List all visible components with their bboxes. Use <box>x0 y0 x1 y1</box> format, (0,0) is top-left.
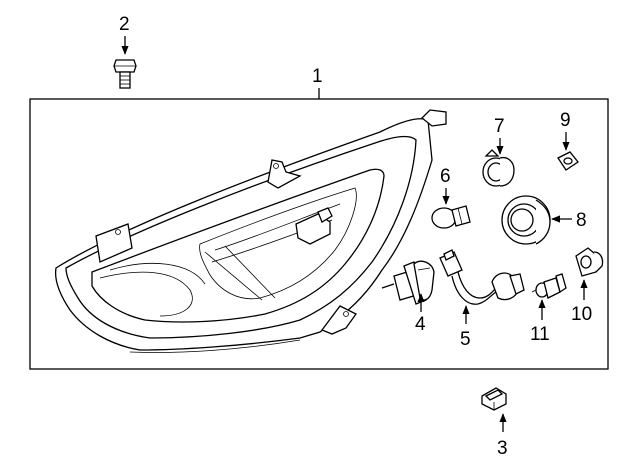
side-marker-bulb <box>531 273 567 299</box>
callout-6-label: 6 <box>440 166 451 187</box>
callout-2-label: 2 <box>119 14 130 35</box>
socket-part <box>482 149 515 187</box>
callout-10-label: 10 <box>571 304 592 325</box>
wiring-harness <box>439 249 525 305</box>
grommet-part <box>557 151 579 171</box>
bolt-part <box>113 59 137 89</box>
retainer-clip <box>481 387 507 411</box>
callout-9-label: 9 <box>560 110 571 131</box>
callout-7-label: 7 <box>494 116 505 137</box>
callout-11-label: 11 <box>530 324 550 345</box>
headlamp-housing <box>54 109 447 353</box>
callout-5-label: 5 <box>460 329 471 350</box>
signal-bulb <box>431 205 471 229</box>
callout-8-label: 8 <box>576 210 587 231</box>
callout-1-label: 1 <box>312 66 323 87</box>
callout-4-label: 4 <box>415 314 426 335</box>
callout-3-label: 3 <box>497 438 508 459</box>
dust-cap <box>501 195 551 245</box>
bulb-holder <box>575 247 604 277</box>
headlamp-bulb <box>381 260 435 305</box>
